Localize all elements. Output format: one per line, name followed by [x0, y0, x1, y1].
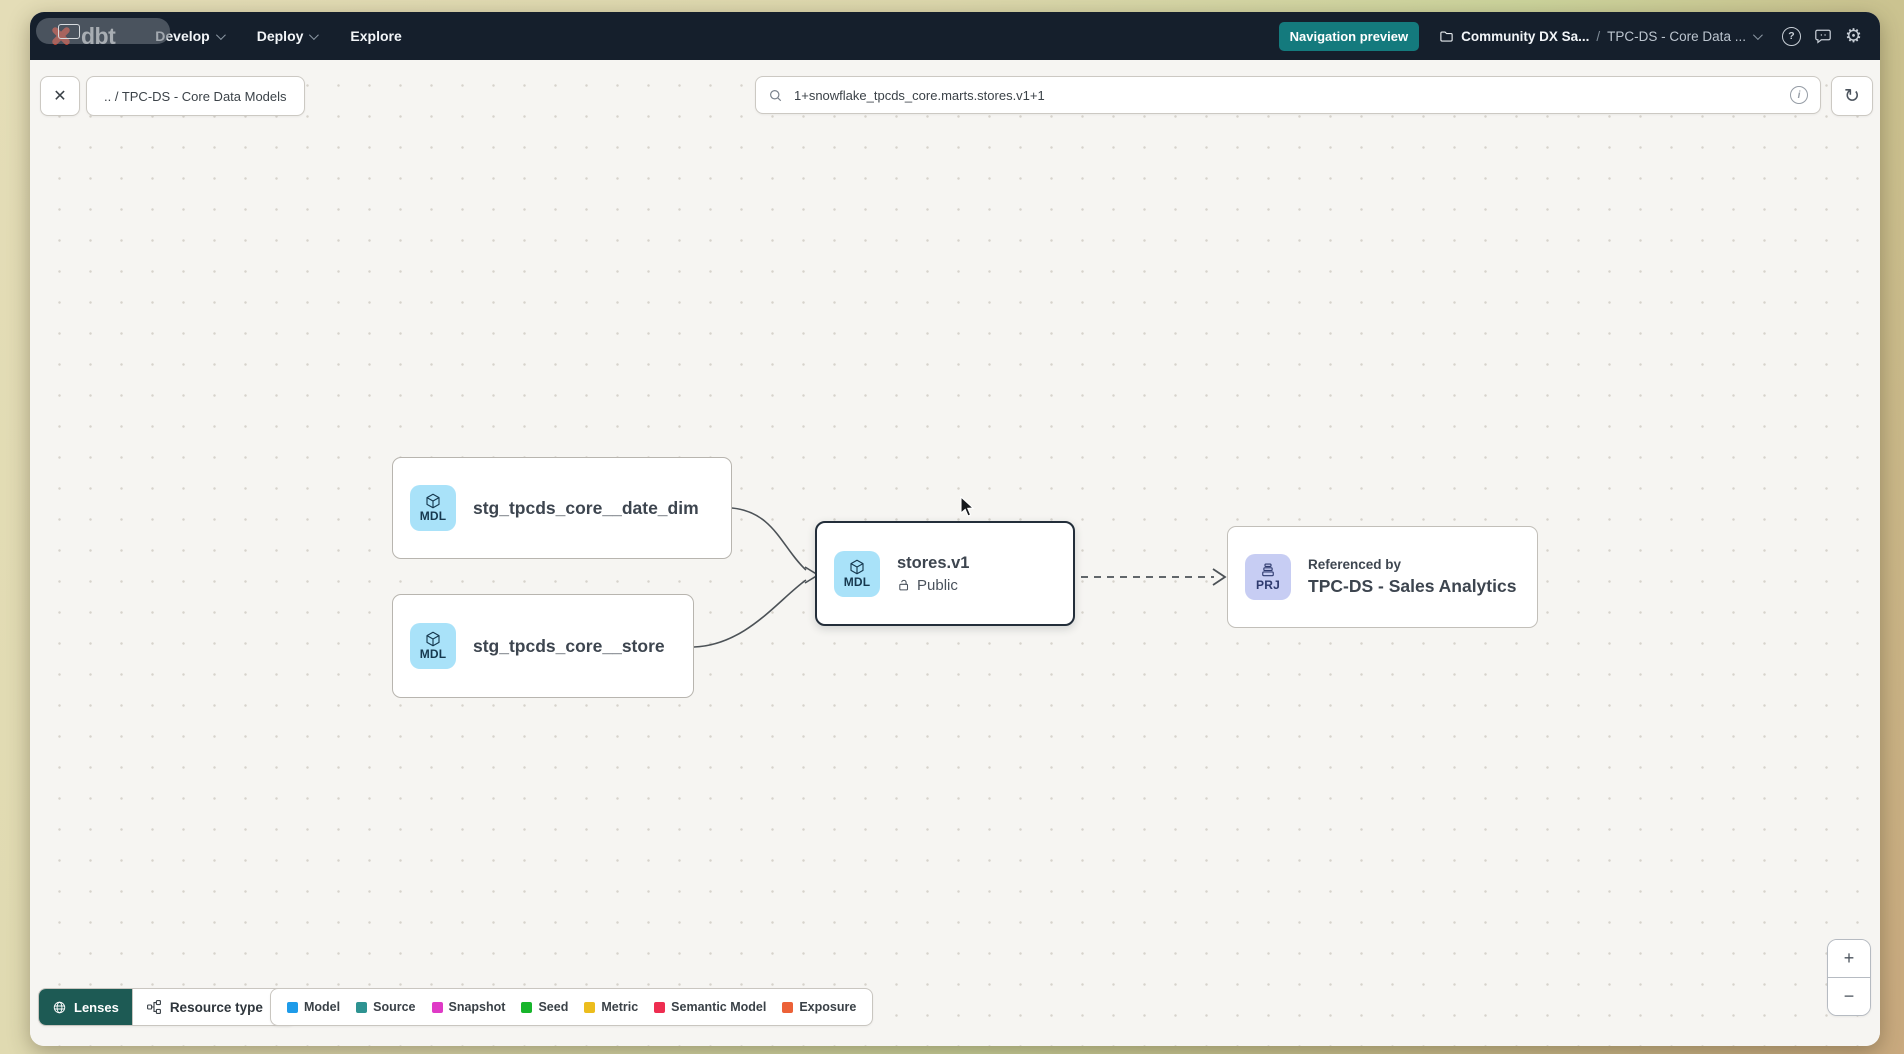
legend-label: Model: [304, 1000, 341, 1014]
resource-type-label: Resource type: [169, 999, 263, 1015]
chevron-down-icon: [309, 29, 320, 40]
legend-label: Seed: [538, 1000, 569, 1014]
node-title: stg_tpcds_core__store: [473, 635, 665, 656]
lenses-button[interactable]: Lenses: [39, 989, 132, 1025]
feedback-chat-icon[interactable]: [1814, 27, 1832, 45]
lenses-label: Lenses: [74, 999, 119, 1015]
badge-label: PRJ: [1256, 578, 1280, 593]
badge-label: MDL: [419, 509, 447, 524]
node-title: TPC-DS - Sales Analytics: [1308, 576, 1517, 596]
lineage-breadcrumb-chip[interactable]: .. / TPC-DS - Core Data Models: [86, 76, 305, 116]
main-menu: Develop Deploy Explore: [155, 28, 402, 44]
legend-item-source: Source: [356, 1000, 416, 1014]
node-referenced-by-project[interactable]: PRJ Referenced by TPC-DS - Sales Analyti…: [1227, 526, 1538, 628]
node-title: stores.v1: [897, 553, 970, 572]
resource-graph-icon: [146, 1000, 161, 1014]
search-icon: [770, 89, 782, 101]
folder-icon: [1440, 30, 1453, 42]
node-access-level: Public: [897, 577, 969, 594]
zoom-controls: + −: [1827, 939, 1871, 1016]
mouse-cursor: [960, 496, 975, 517]
menu-explore-label: Explore: [350, 28, 402, 44]
legend-item-semantic-model: Semantic Model: [654, 1000, 766, 1014]
lineage-search-bar: i: [755, 76, 1821, 114]
model-badge: MDL: [410, 485, 456, 531]
help-icon[interactable]: ?: [1781, 26, 1801, 46]
badge-label: MDL: [419, 647, 447, 662]
search-input[interactable]: [792, 86, 1781, 104]
unlock-icon: [899, 579, 909, 591]
model-badge: MDL: [410, 623, 456, 669]
zoom-out-button[interactable]: −: [1828, 978, 1870, 1015]
cube-icon: [426, 632, 440, 647]
legend-label: Snapshot: [448, 1000, 506, 1014]
gear-icon[interactable]: ⚙: [1844, 24, 1862, 47]
legend-item-exposure: Exposure: [782, 1000, 856, 1014]
badge-label: MDL: [843, 574, 871, 589]
cube-icon: [426, 494, 440, 509]
navbar-right: Navigation preview Community DX Sa... / …: [1278, 21, 1862, 51]
legend-dot-source: [356, 1001, 368, 1013]
legend-item-metric: Metric: [584, 1000, 638, 1014]
chevron-down-icon[interactable]: [1752, 29, 1763, 40]
legend-dot-semantic-model: [654, 1001, 666, 1013]
chevron-down-icon: [215, 29, 226, 40]
node-stg-tpcds-core-date-dim[interactable]: MDL stg_tpcds_core__date_dim: [392, 457, 732, 559]
close-lineage-button[interactable]: ✕: [40, 76, 80, 116]
info-icon[interactable]: i: [1790, 86, 1808, 104]
zoom-in-button[interactable]: +: [1828, 940, 1870, 977]
legend-label: Source: [373, 1000, 416, 1014]
resource-type-dropdown[interactable]: Resource type: [131, 989, 295, 1025]
breadcrumb-project[interactable]: Community DX Sa...: [1461, 28, 1590, 44]
legend-label: Metric: [601, 1000, 639, 1014]
model-badge: MDL: [834, 550, 880, 597]
divider: [1828, 977, 1870, 978]
top-navbar: dbt Develop Deploy Explore Navigation pr…: [30, 12, 1880, 60]
menu-explore[interactable]: Explore: [350, 28, 401, 44]
access-label: Public: [917, 576, 958, 594]
node-title: stg_tpcds_core__date_dim: [473, 497, 699, 518]
legend-label: Exposure: [799, 1000, 857, 1014]
legend-label: Semantic Model: [671, 1000, 767, 1014]
navbar-icon-group: ? ⚙: [1781, 24, 1862, 47]
project-stack-icon: [1262, 563, 1274, 577]
screen-recording-widget: [36, 18, 170, 44]
legend-item-model: Model: [287, 1000, 340, 1014]
legend-item-snapshot: Snapshot: [431, 1000, 506, 1014]
legend-dot-seed: [521, 1001, 533, 1013]
menu-deploy-label: Deploy: [256, 28, 304, 44]
node-stores-v1-selected[interactable]: MDL stores.v1 Public: [815, 521, 1075, 626]
breadcrumb-separator: /: [1596, 28, 1601, 44]
cube-icon: [850, 559, 864, 575]
menu-deploy[interactable]: Deploy: [256, 28, 320, 44]
app-window: dbt Develop Deploy Explore Navigation pr…: [30, 12, 1880, 1046]
legend-dot-metric: [584, 1001, 596, 1013]
breadcrumb: Community DX Sa... / TPC-DS - Core Data …: [1439, 28, 1763, 44]
lens-globe-icon: [53, 1001, 66, 1013]
lenses-control-group: Lenses Resource type: [38, 988, 296, 1026]
node-stg-tpcds-core-store[interactable]: MDL stg_tpcds_core__store: [392, 594, 694, 698]
breadcrumb-section[interactable]: TPC-DS - Core Data ...: [1607, 28, 1746, 44]
project-badge: PRJ: [1245, 554, 1291, 600]
legend-dot-snapshot: [431, 1001, 443, 1013]
navigation-preview-badge[interactable]: Navigation preview: [1278, 21, 1420, 51]
lineage-canvas[interactable]: ✕ .. / TPC-DS - Core Data Models i ↻ MDL…: [30, 60, 1880, 1046]
refresh-icon: ↻: [1844, 85, 1860, 107]
resource-type-legend: Model Source Snapshot Seed Metric Semant…: [270, 988, 874, 1026]
legend-dot-model: [287, 1001, 298, 1013]
close-icon: ✕: [53, 88, 67, 105]
legend-item-seed: Seed: [521, 1000, 568, 1014]
legend-dot-exposure: [782, 1001, 794, 1013]
node-kicker: Referenced by: [1308, 557, 1402, 572]
refresh-lineage-button[interactable]: ↻: [1831, 76, 1873, 116]
